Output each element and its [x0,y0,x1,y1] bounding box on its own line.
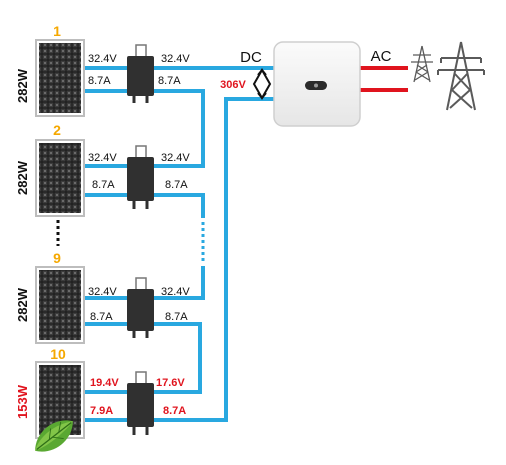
module-number: 9 [53,250,61,266]
output-voltage: 17.6V [156,377,185,389]
input-voltage: 32.4V [88,53,117,65]
output-current: 8.7A [163,405,186,417]
output-current: 8.7A [165,311,188,323]
solar-panel-icon [35,139,85,217]
voltage-measure-icon [252,67,272,101]
input-voltage: 32.4V [88,152,117,164]
input-voltage: 32.4V [88,286,117,298]
transmission-tower-icon [437,41,485,111]
input-current: 8.7A [92,179,115,191]
dc-wiring [82,66,274,422]
output-voltage: 32.4V [161,53,190,65]
transmission-tower-icon [411,45,433,83]
series-link-1-2 [150,89,205,168]
output-voltage: 32.4V [161,152,190,164]
inverter-icon [273,41,361,127]
output-voltage: 32.4V [161,286,190,298]
ac-wiring [360,66,408,92]
solar-panel-icon [35,266,85,344]
module-power: 282W [15,287,30,322]
module-number: 1 [53,23,61,39]
solar-modules [35,39,85,439]
series-link-gap-9 [150,266,205,300]
series-link-2-gap-top [150,193,205,218]
module-power: 282W [15,68,30,103]
leaf-icon [35,420,73,452]
input-voltage: 19.4V [90,377,119,389]
string-minus-wire [150,97,274,422]
solar-panel-icon [35,39,85,117]
module-power: 153W [15,384,30,419]
labels: 1 2 9 10 282W 282W 282W 153W [15,23,66,419]
optimizer-icon [127,44,154,103]
measurements: 32.4V 8.7A 32.4V 8.7A 32.4V 8.7A 32.4V 8… [88,53,190,417]
optimizer-icon [127,277,154,338]
output-current: 8.7A [158,75,181,87]
module-number: 2 [53,122,61,138]
input-current: 8.7A [88,75,111,87]
output-current: 8.7A [165,179,188,191]
module-number: 10 [50,346,66,362]
optimizer-icon [127,371,154,435]
dc-label: DC [240,49,262,66]
input-current: 8.7A [90,311,113,323]
module-power: 282W [15,160,30,195]
series-link-9-10 [150,322,202,394]
string-voltage: 306V [220,79,246,91]
optimizers [127,44,154,435]
ac-label: AC [371,48,392,65]
input-current: 7.9A [90,405,113,417]
optimizer-icon [127,145,154,209]
